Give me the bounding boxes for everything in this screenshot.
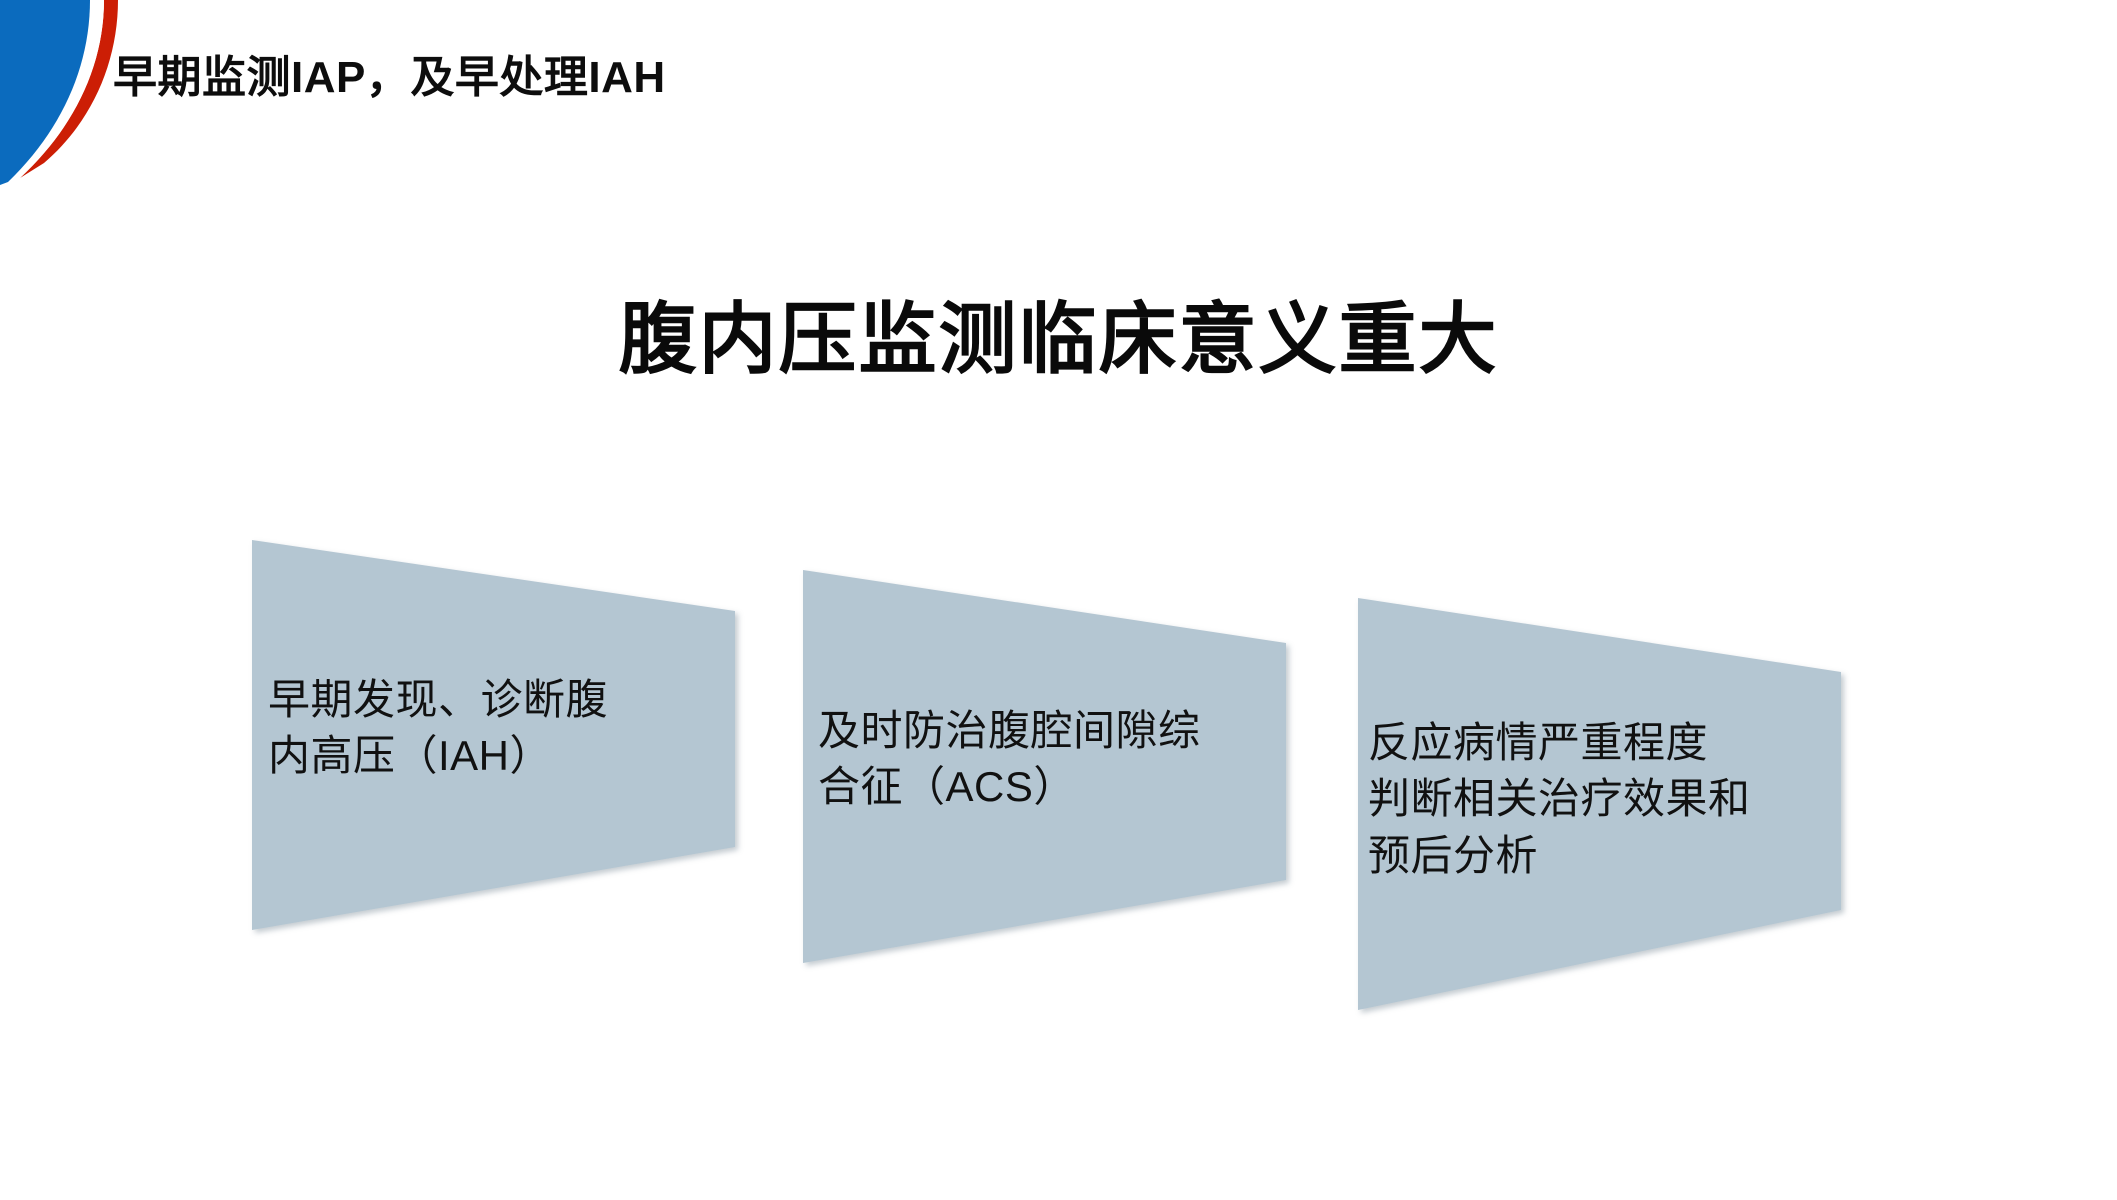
page-title: 腹内压监测临床意义重大 [618, 295, 1499, 383]
chevron-label-3: 反应病情严重程度 判断相关治疗效果和 预后分析 [1368, 719, 1751, 879]
chevron-label-1: 早期发现、诊断腹 内高压（IAH） [268, 676, 609, 780]
logo-white-divider [0, 0, 104, 182]
logo-blue-crescent [0, 0, 90, 185]
logo-red-crescent [0, 0, 118, 178]
chevron-label-2: 及时防治腹腔间隙综 合征（ACS） [818, 707, 1201, 811]
slide-header-title: 早期监测IAP，及早处理IAH [113, 53, 666, 102]
